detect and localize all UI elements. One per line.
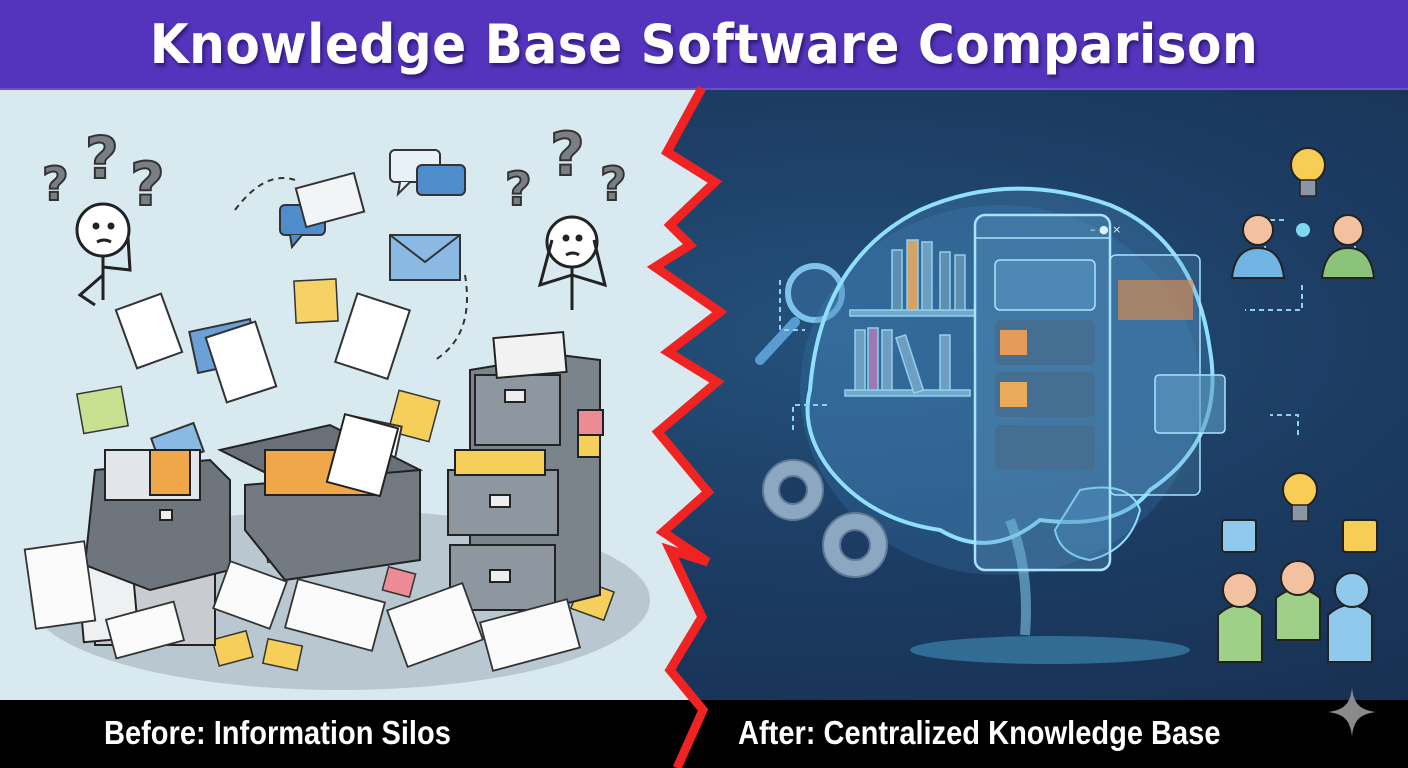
bookshelf-icon (844, 239, 976, 397)
confused-person-icon (537, 215, 608, 310)
chat-bubble-icon (279, 149, 466, 250)
happy-team-icon (1217, 560, 1373, 663)
svg-text:?: ? (550, 120, 585, 190)
paper-icon (23, 540, 582, 672)
before-illustration: ? ? ? ? ? ? (23, 119, 1378, 690)
after-caption: After: Centralized Knowledge Base (738, 714, 1221, 751)
header-banner: Knowledge Base Software Comparison (0, 0, 1408, 90)
svg-text:?: ? (505, 162, 532, 216)
before-caption: Before: Information Silos (104, 714, 451, 751)
lightbulb-icon (1282, 472, 1318, 522)
person-icon (1320, 214, 1376, 279)
svg-text:?: ? (130, 150, 165, 220)
footer-caption-bar: Before: Information Silos After: Central… (0, 700, 1408, 768)
confused-person-icon (75, 202, 132, 307)
filing-cabinet-icon (447, 330, 604, 611)
question-marks-icon: ? ? ? ? ? ? (41, 119, 628, 221)
svg-text:?: ? (42, 157, 69, 211)
file-box-icon (75, 449, 231, 646)
svg-text:?: ? (600, 157, 627, 211)
note-card-icon (1342, 519, 1378, 553)
gear-icon (762, 459, 888, 578)
page-title: Knowledge Base Software Comparison (149, 12, 1259, 76)
file-box-icon (217, 412, 424, 582)
svg-text:?: ? (85, 124, 119, 192)
svg-text:– ● ×: – ● × (1090, 223, 1121, 236)
comparison-panels: ? ? ? ? ? ? (0, 90, 1408, 700)
app-window-icon: – ● × (973, 213, 1226, 572)
sparkle-icon (1328, 688, 1376, 736)
person-icon (1230, 214, 1286, 279)
lightbulb-icon (1290, 147, 1326, 197)
connector-node-icon (1296, 223, 1310, 237)
note-card-icon (1221, 519, 1257, 553)
